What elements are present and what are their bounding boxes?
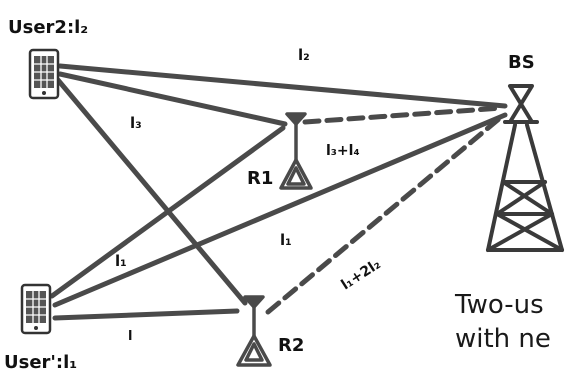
bs-tower-icon: [486, 84, 564, 252]
link-r1-bs-label: l₃+l₄: [326, 143, 360, 159]
link-user2-r2: [55, 77, 248, 306]
caption-text: Two-us with ne: [455, 288, 551, 356]
link-r2-bs-label: l₁+2l₂: [338, 256, 383, 293]
user2-phone-icon: [28, 48, 60, 100]
r2-label: R2: [278, 335, 304, 356]
link-user2-bs-label: l₂: [298, 46, 310, 64]
link-user2-bs: [57, 63, 508, 109]
link-user2-r1-label: l₃: [130, 114, 142, 132]
r1-tower-icon: [279, 112, 313, 190]
link-r1-bs: [302, 105, 505, 125]
caption-line-1: Two-us: [455, 290, 544, 320]
link-user1-r1-label: l₁: [115, 252, 127, 270]
bs-label: BS: [508, 52, 535, 73]
link-user1-r2: [52, 308, 240, 321]
link-user2-r1: [57, 71, 288, 127]
user1-label: User':l₁: [4, 352, 77, 373]
link-user1-r1: [49, 125, 286, 299]
link-user1-bs-label: l₁: [280, 231, 292, 249]
link-user1-bs: [52, 112, 508, 308]
link-user1-r2-label: l: [128, 329, 132, 344]
r1-label: R1: [247, 168, 273, 189]
r2-tower-icon: [236, 295, 272, 367]
user2-label: User2:l₂: [8, 17, 88, 38]
caption-line-2: with ne: [455, 324, 551, 354]
user1-phone-icon: [20, 283, 52, 335]
link-r2-bs: [265, 115, 503, 315]
